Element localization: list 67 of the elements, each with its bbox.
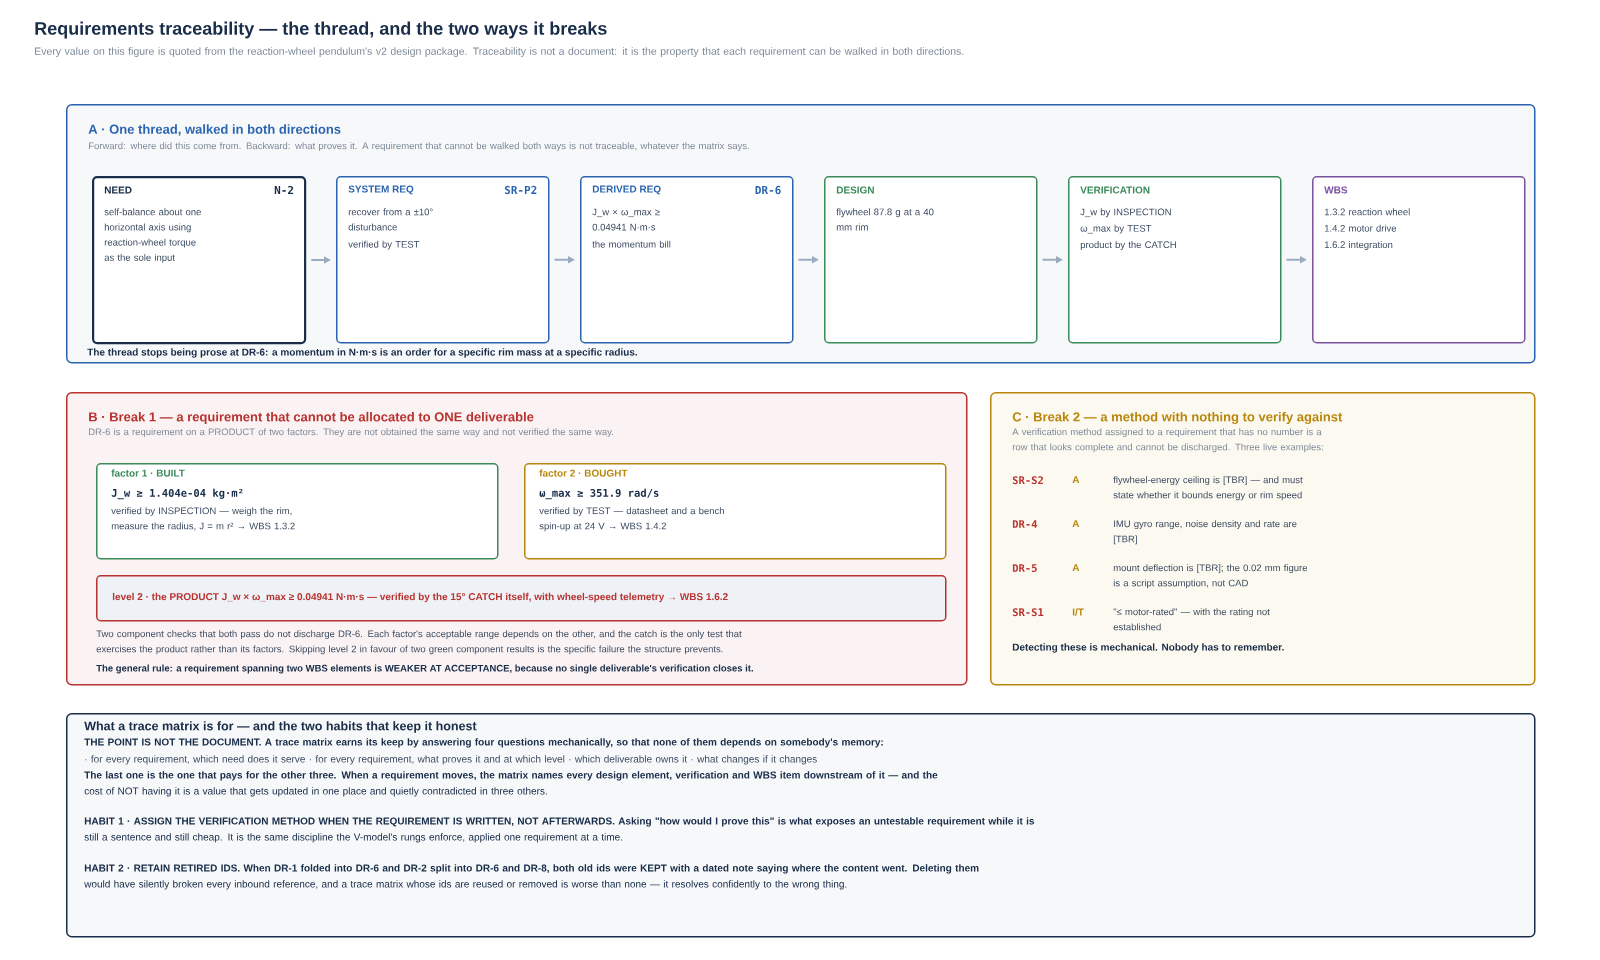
card-heading: factor 2 · BOUGHT bbox=[539, 469, 628, 477]
card-text: 1.4.2 motor drive bbox=[1324, 224, 1397, 232]
card-text: verified by TEST — datasheet and a bench spin-up at 24 V → WBS 1.4.2 bbox=[539, 507, 724, 532]
paragraph: HABIT 1 · ASSIGN THE VERIFICATION METHOD WHEN THE REQUIREMENT IS WRITTEN, NOT AFTERWARDS. Asking "how would I prove this" is what exposes an untestable requirement while it is still a sentence and still cheap. It is the same discipline the V-model's rungs enforce, applied one requirement at a time. bbox=[84, 817, 1035, 843]
factor-card bbox=[96, 463, 499, 560]
method-code: I/T bbox=[1072, 608, 1084, 616]
card-text: J_w by INSPECTION bbox=[1080, 208, 1171, 218]
title: Requirements traceability — the thread, and the two ways it breaks bbox=[35, 21, 607, 39]
factor-card bbox=[524, 463, 947, 560]
card-text: product by the CATCH bbox=[1080, 241, 1176, 250]
table-text: flywheel-energy ceiling is [TBR] — and must state whether it bounds energy or rim speed bbox=[1113, 476, 1303, 501]
table-text: IMU gyro range, noise density and rate are [TBR] bbox=[1113, 520, 1297, 545]
note: The general rule: a requirement spanning two WBS elements is WEAKER AT ACCEPTANCE, because no single deliverable's verification closes it. bbox=[96, 664, 753, 674]
paragraph: · for every requirement, which need does it serve · for every requirement, what proves it and at which level · which deliverable owns it · what changes if it changes bbox=[85, 755, 817, 765]
card-heading: NEED bbox=[104, 186, 132, 194]
requirement-card bbox=[1068, 176, 1282, 344]
formula: ω_max ≥ 351.9 rad/s bbox=[539, 488, 659, 500]
card-text: ω_max by TEST bbox=[1080, 224, 1152, 234]
card-heading: WBS bbox=[1324, 186, 1348, 194]
subtitle: Every value on this figure is quoted from the reaction-wheel pendulum's v2 design package. Traceability is not a document: it is the property that each requirement can be walked in both directions. bbox=[35, 47, 964, 57]
card-heading: VERIFICATION bbox=[1080, 186, 1150, 194]
formula: J_w ≥ 1.404e-04 kg·m² bbox=[111, 488, 243, 500]
requirement-card bbox=[824, 176, 1038, 344]
method-code: A bbox=[1072, 564, 1080, 572]
requirement-id: SR-S2 bbox=[1012, 476, 1043, 485]
requirement-card bbox=[92, 176, 307, 345]
card-text: level 2 · the PRODUCT J_w × ω_max ≥ 0.04941 N·m·s — verified by the 15° CATCH itself, with wheel-speed telemetry → WBS 1.6.2 bbox=[112, 592, 728, 603]
requirement-id: DR-4 bbox=[1012, 520, 1037, 528]
requirement-id: DR-5 bbox=[1012, 564, 1037, 572]
table-text: mount deflection is [TBR]; the 0.02 mm figure is a script assumption, not CAD bbox=[1113, 564, 1308, 589]
method-code: A bbox=[1072, 520, 1080, 528]
requirement-id: DR-6 bbox=[755, 185, 781, 195]
card-heading: factor 1 · BUILT bbox=[111, 469, 185, 477]
card-text: verified by TEST bbox=[348, 240, 420, 250]
note: Detecting these is mechanical. Nobody has to remember. bbox=[1012, 643, 1284, 653]
panel-heading: A · One thread, walked in both directions bbox=[88, 124, 341, 136]
card-text: 1.3.2 reaction wheel bbox=[1324, 208, 1410, 216]
card-text: self-balance about one horizontal axis using reaction-wheel torque as the sole input bbox=[104, 208, 201, 263]
method-code: A bbox=[1072, 476, 1080, 484]
card-text: flywheel 87.8 g at a 40 mm rim bbox=[836, 208, 934, 231]
card-heading: DERIVED REQ bbox=[592, 185, 661, 195]
card-heading: SYSTEM REQ bbox=[348, 185, 414, 195]
panel-heading: B · Break 1 — a requirement that cannot be allocated to ONE deliverable bbox=[89, 411, 534, 425]
level-banner bbox=[96, 575, 947, 622]
panel bbox=[66, 713, 1536, 938]
panel-description: A verification method assigned to a requirement that has no number is a row that looks complete and cannot be discharged. Three live examples: bbox=[1012, 428, 1323, 453]
requirement-card bbox=[336, 176, 550, 344]
panel-heading: What a trace matrix is for — and the two habits that keep it honest bbox=[84, 721, 477, 733]
requirement-id: N-2 bbox=[274, 185, 294, 195]
paragraph: Two component checks that both pass do not discharge DR-6. Each factor's acceptable range depends on the other, and the catch is the only test that exercises the product rather than its factors. Skipping level 2 in favour of two green component results is the specific failure the structure prevents. bbox=[96, 630, 742, 655]
card-heading: DESIGN bbox=[836, 186, 874, 194]
card-text: the momentum bill bbox=[592, 240, 671, 248]
paragraph: The last one is the one that pays for the other three. When a requirement moves, the matrix names every design element, verification and WBS item downstream of it — and the cost of NOT having it is a value that gets updated in one place and quietly contradicted in three others. bbox=[84, 771, 938, 797]
requirement-id: SR-S1 bbox=[1012, 608, 1044, 617]
note: The thread stops being prose at DR-6: a momentum in N·m·s is an order for a specific rim mass at a specific radius. bbox=[87, 348, 637, 358]
panel-description: Forward: where did this come from. Backward: what proves it. A requirement that cannot be walked both ways is not traceable, whatever the matrix says. bbox=[89, 142, 749, 152]
paragraph: THE POINT IS NOT THE DOCUMENT. A trace matrix earns its keep by answering four questions mechanically, so that none of them depends on somebody's memory: bbox=[84, 738, 883, 748]
table-text: "≤ motor-rated" — with the rating not established bbox=[1113, 608, 1270, 631]
paragraph: HABIT 2 · RETAIN RETIRED IDS. When DR-1 folded into DR-6 and DR-2 split into DR-6 and DR-8, both old ids were KEPT with a dated note saying where the content went. Deleting them would have silently broken every inbound reference, and a trace matrix whose ids are reused or removed is worse than none — it resolves confidently to the wrong thing. bbox=[84, 864, 979, 890]
card-text: verified by INSPECTION — weigh the rim, measure the radius, J = m r² → WBS 1.3.2 bbox=[111, 507, 295, 531]
card-text: 1.6.2 integration bbox=[1324, 241, 1393, 250]
requirement-id: SR-P2 bbox=[504, 185, 537, 195]
panel-description: DR-6 is a requirement on a PRODUCT of two factors. They are not obtained the same way and not verified the same way. bbox=[89, 428, 613, 438]
panel-heading: C · Break 2 — a method with nothing to verify against bbox=[1012, 411, 1343, 425]
requirement-card bbox=[580, 176, 794, 344]
panel bbox=[990, 392, 1536, 686]
requirement-card bbox=[1312, 176, 1526, 344]
